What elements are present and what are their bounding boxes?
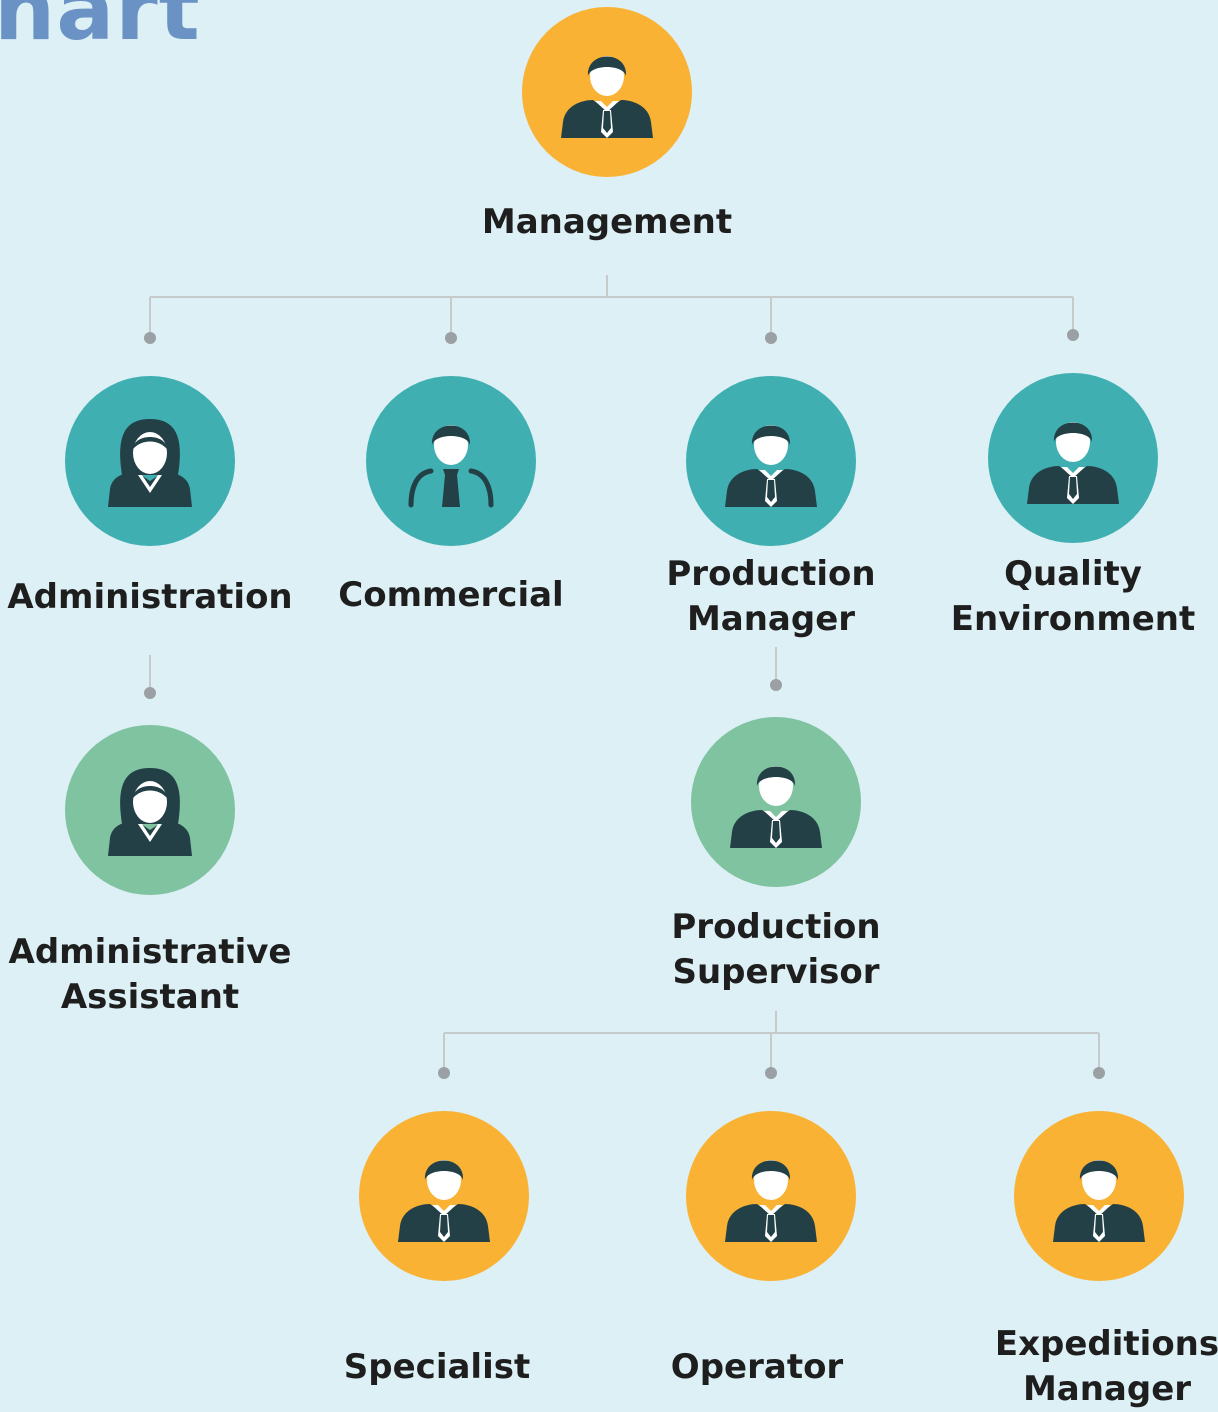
shirt-collar <box>759 470 783 481</box>
woman-icon <box>108 768 192 856</box>
label-line: Specialist <box>343 1347 531 1387</box>
connector-dot <box>144 332 156 344</box>
connector-dot <box>770 679 782 691</box>
bangs <box>133 786 167 798</box>
node-management <box>522 7 692 177</box>
shirt-collar <box>1061 467 1085 478</box>
stethoscope <box>468 468 494 508</box>
hair <box>1079 1160 1119 1180</box>
tie <box>440 1215 448 1237</box>
tie <box>1095 1215 1103 1237</box>
node-label-specialist: Specialist <box>344 1345 530 1390</box>
node-label-administration: Administration <box>7 575 292 620</box>
label-line: Environment <box>950 599 1196 639</box>
connector-dot <box>765 1067 777 1079</box>
man-suit-icon <box>1053 1160 1145 1242</box>
connector-dot <box>1093 1067 1105 1079</box>
hair <box>1053 422 1093 442</box>
connector-dot <box>445 332 457 344</box>
connector-lines <box>144 275 1105 1079</box>
label-line: Operator <box>670 1347 844 1387</box>
node-administration <box>65 376 235 546</box>
node-administrative-assistant <box>65 725 235 895</box>
label-line: Administration <box>7 577 293 617</box>
woman-icon <box>108 419 192 507</box>
connector-dot <box>144 687 156 699</box>
hair <box>431 425 471 445</box>
label-line: Quality <box>1004 554 1142 594</box>
node-expeditions-manager <box>1014 1111 1184 1281</box>
tie <box>603 111 611 133</box>
hair <box>751 425 791 445</box>
node-label-management: Management <box>482 200 732 245</box>
man-suit-icon <box>1027 422 1119 504</box>
hair <box>587 56 627 76</box>
tie <box>442 469 460 507</box>
org-nodes <box>65 7 1184 1281</box>
node-quality-environment <box>988 373 1158 543</box>
node-label-commercial: Commercial <box>338 573 563 618</box>
shirt-collar <box>764 811 788 822</box>
node-specialist <box>359 1111 529 1281</box>
node-label-operator: Operator <box>671 1345 843 1390</box>
tie <box>1069 477 1077 499</box>
label-line: Production <box>671 907 881 947</box>
label-line: Commercial <box>338 575 564 615</box>
label-line: Manager <box>686 599 856 639</box>
collar <box>138 824 162 842</box>
hair <box>751 1160 791 1180</box>
label-line: Assistant <box>60 977 240 1017</box>
shirt-collar <box>1087 1205 1111 1216</box>
node-production-manager <box>686 376 856 546</box>
shirt-collar <box>759 1205 783 1216</box>
man-suit-icon <box>398 1160 490 1242</box>
connector-dot <box>438 1067 450 1079</box>
connector-dot <box>765 332 777 344</box>
hair <box>424 1160 464 1180</box>
stethoscope <box>408 468 434 508</box>
label-line: Administrative <box>8 932 292 972</box>
node-production-supervisor <box>691 717 861 887</box>
chart-title-fragment: hart <box>0 0 201 60</box>
label-line: Manager <box>1022 1369 1192 1409</box>
tie <box>772 821 780 843</box>
node-operator <box>686 1111 856 1281</box>
man-suit-icon <box>725 425 817 507</box>
shirt-collar <box>595 101 619 112</box>
doctor-icon <box>408 425 494 508</box>
man-suit-icon <box>561 56 653 138</box>
hair <box>756 766 796 786</box>
label-line: Production <box>666 554 876 594</box>
man-suit-icon <box>725 1160 817 1242</box>
label-line: Supervisor <box>672 952 880 992</box>
bangs <box>133 437 167 449</box>
connector-dot <box>1067 329 1079 341</box>
tie <box>767 480 775 502</box>
shirt-collar <box>432 1205 456 1216</box>
label-line: Expeditions <box>994 1324 1218 1364</box>
man-suit-icon <box>730 766 822 848</box>
label-line: Management <box>481 202 733 242</box>
collar <box>138 475 162 493</box>
tie <box>767 1215 775 1237</box>
node-commercial <box>366 376 536 546</box>
